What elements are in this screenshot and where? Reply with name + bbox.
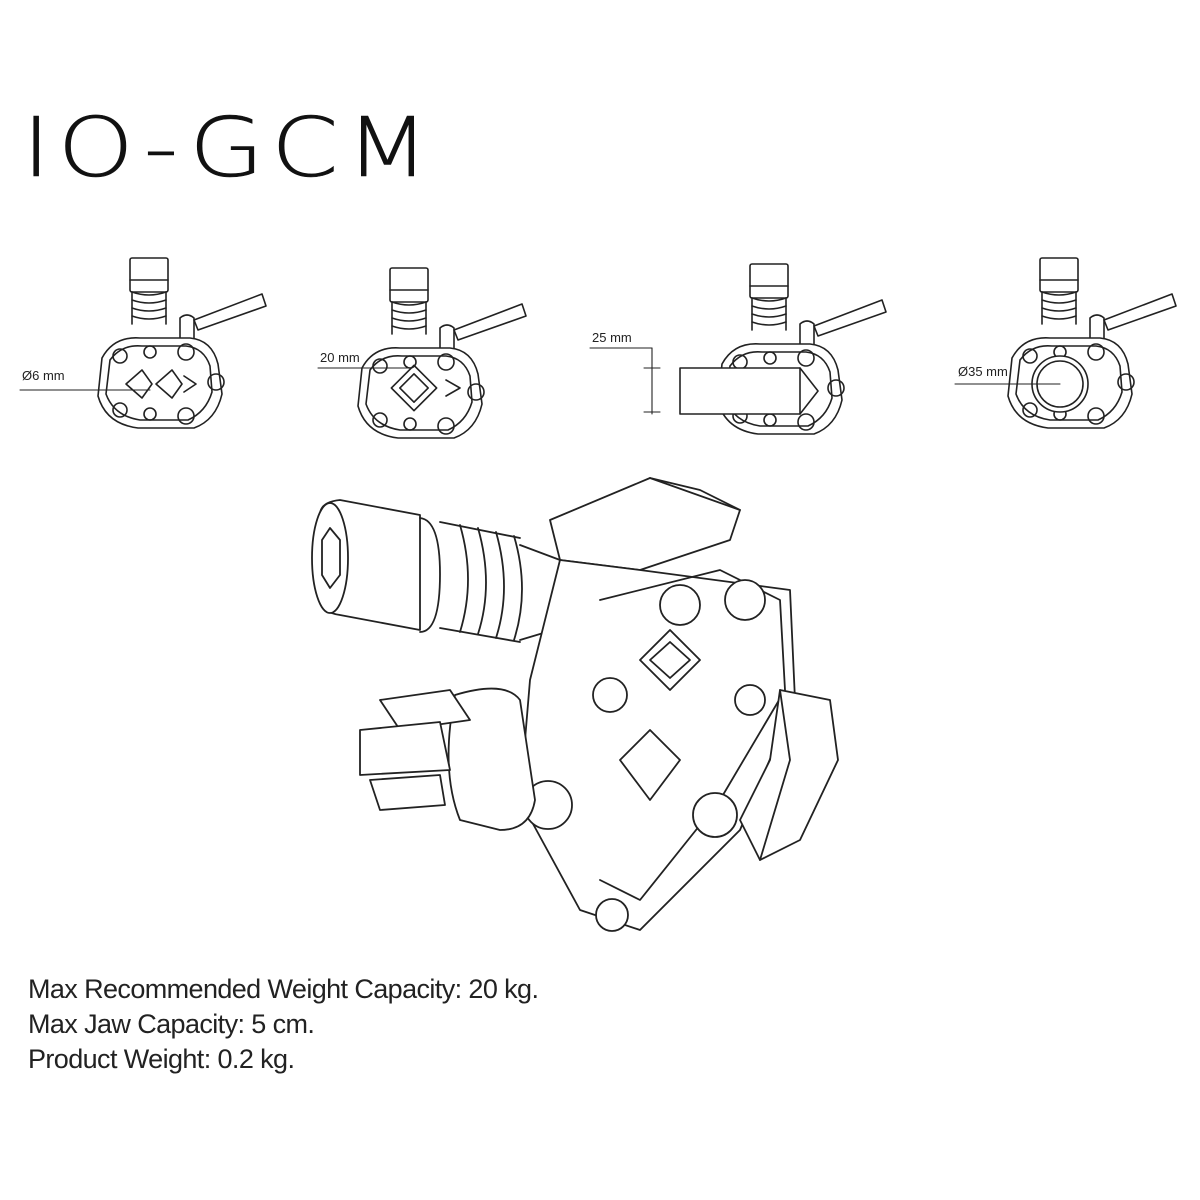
clamp-view-25mm xyxy=(679,263,887,435)
clamp-isometric-view xyxy=(311,477,839,932)
svg-text:20 mm: 20 mm xyxy=(320,350,360,365)
clamp-view-6mm xyxy=(97,257,267,429)
spec-weight-capacity: Max Recommended Weight Capacity: 20 kg. xyxy=(28,974,539,1004)
svg-text:Ø35 mm: Ø35 mm xyxy=(958,364,1008,379)
clamp-view-35mm xyxy=(1007,257,1177,429)
specifications: Max Recommended Weight Capacity: 20 kg. … xyxy=(28,972,539,1077)
svg-text:Ø6 mm: Ø6 mm xyxy=(22,368,65,383)
spec-jaw-capacity: Max Jaw Capacity: 5 cm. xyxy=(28,1009,315,1039)
dimension-6mm: Ø6 mm xyxy=(19,368,151,391)
spec-product-weight: Product Weight: 0.2 kg. xyxy=(28,1044,295,1074)
dimension-25mm: 25 mm xyxy=(589,330,661,415)
dimension-20mm: 20 mm xyxy=(317,350,411,369)
svg-text:25 mm: 25 mm xyxy=(592,330,632,345)
clamp-view-20mm xyxy=(357,267,527,439)
product-title: IO-GCM xyxy=(22,101,437,196)
dimension-35mm: Ø35 mm xyxy=(954,364,1061,385)
